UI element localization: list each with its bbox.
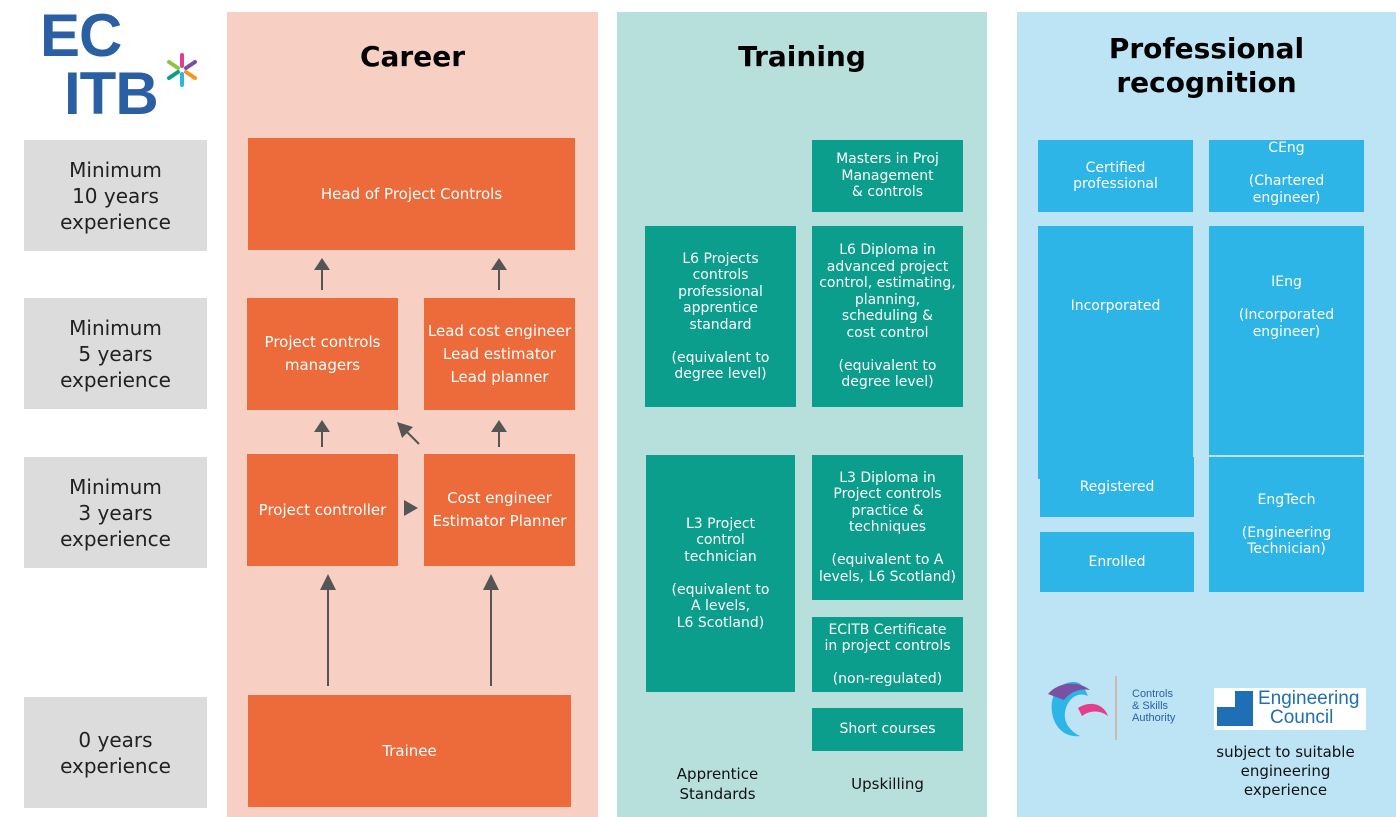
experience-10-years: Minimum 10 years experience — [24, 140, 207, 251]
project-controller-box: Project controller — [247, 454, 398, 566]
l6-diploma-box: L6 Diploma in advanced project control, … — [812, 226, 963, 407]
incorporated-box: Incorporated — [1038, 226, 1193, 479]
ecitb-certificate-box: ECITB Certificate in project controls (n… — [812, 617, 963, 692]
arrow-right-icon — [404, 500, 418, 516]
ecitb-logo: EC ITB — [40, 2, 210, 130]
arrow-up-icon — [314, 258, 330, 290]
engineering-experience-note: subject to suitable engineering experien… — [1216, 743, 1355, 799]
lead-roles-box: Lead cost engineer Lead estimator Lead p… — [424, 298, 575, 410]
engineering-council-text-1: Engineering — [1258, 688, 1360, 709]
masters-box: Masters in Proj Management & controls — [812, 140, 963, 212]
short-courses-box: Short courses — [812, 708, 963, 751]
experience-3-years: Minimum 3 years experience — [24, 457, 207, 568]
enrolled-box: Enrolled — [1040, 532, 1194, 592]
arrow-up-long-icon — [320, 574, 336, 686]
csa-logo-text: Controls & Skills Authority — [1132, 688, 1176, 724]
project-controls-managers-box: Project controls managers — [247, 298, 398, 410]
engtech-box: EngTech (Engineering Technician) — [1209, 457, 1364, 592]
training-panel: Training — [617, 12, 987, 817]
arrow-up-icon — [491, 258, 507, 290]
logo-star-icon — [167, 53, 197, 87]
logo-text-itb: ITB — [64, 60, 159, 127]
upskilling-label: Upskilling — [851, 775, 924, 793]
experience-5-years: Minimum 5 years experience — [24, 298, 207, 409]
engineering-council-logo: Engineering Council — [1214, 688, 1366, 730]
training-title: Training — [738, 40, 866, 73]
engineering-council-text-2: Council — [1270, 707, 1334, 728]
l3-technician-box: L3 Project control technician (equivalen… — [646, 455, 795, 692]
ceng-box: CEng (Chartered engineer) — [1209, 140, 1364, 212]
engineering-council-square-light-icon — [1217, 691, 1235, 707]
ieng-box: IEng (Incorporated engineer) — [1209, 226, 1364, 455]
certified-professional-box: Certified professional — [1038, 140, 1193, 212]
career-title: Career — [359, 40, 466, 73]
recognition-title: Professional recognition — [1108, 32, 1305, 99]
head-of-project-controls-box: Head of Project Controls — [248, 138, 575, 250]
cost-engineer-box: Cost engineer Estimator Planner — [424, 454, 575, 566]
apprentice-standards-label: Apprentice Standards — [676, 765, 759, 803]
experience-0-years: 0 years experience — [24, 697, 207, 808]
csa-logo-icon — [1048, 676, 1117, 740]
logo-text-ec: EC — [40, 2, 122, 69]
arrow-diagonal-icon — [397, 422, 420, 445]
l6-apprentice-box: L6 Projects controls professional appren… — [645, 226, 796, 407]
arrow-up-long-icon — [483, 574, 499, 686]
arrow-up-icon — [491, 420, 507, 447]
arrow-up-icon — [314, 420, 330, 447]
l3-diploma-box: L3 Diploma in Project controls practice … — [812, 455, 963, 600]
registered-box: Registered — [1040, 457, 1194, 517]
trainee-box: Trainee — [248, 695, 571, 807]
